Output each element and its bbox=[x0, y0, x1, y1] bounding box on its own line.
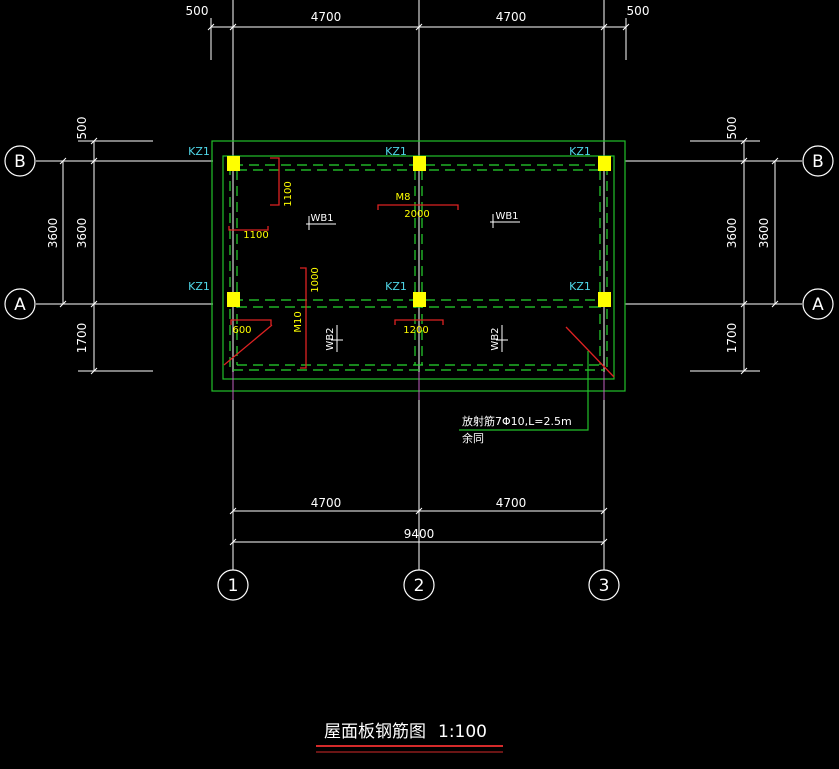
dim-right-3600-outer: 3600 bbox=[725, 218, 739, 249]
dim-right-500: 500 bbox=[725, 117, 739, 140]
dim-right-1700: 1700 bbox=[725, 323, 739, 354]
slab-label-WB1-right: WB1 bbox=[495, 211, 518, 222]
dim-top-500-left: 500 bbox=[186, 4, 209, 18]
left-dimension bbox=[59, 137, 153, 375]
rebar-M8 bbox=[377, 204, 459, 210]
dim-top-4700-1: 4700 bbox=[311, 10, 342, 24]
axis-label-1: 1 bbox=[228, 576, 239, 596]
slab-arrows bbox=[306, 214, 520, 352]
dim-bottom-4700-2: 4700 bbox=[496, 496, 527, 510]
axis-label-B-right: B bbox=[812, 152, 824, 172]
column-B2 bbox=[413, 156, 426, 171]
axis-bubble-3 bbox=[588, 569, 620, 601]
rebar-M10 bbox=[300, 267, 307, 369]
axis-bubble-2 bbox=[403, 569, 435, 601]
note-leader bbox=[459, 351, 589, 431]
dim-top-4700-2: 4700 bbox=[496, 10, 527, 24]
dim-bottom-9400: 9400 bbox=[404, 527, 435, 541]
axis-bubble-1 bbox=[217, 569, 249, 601]
axis-label-A-right: A bbox=[812, 295, 824, 315]
rebar-label-1100-h: 1100 bbox=[243, 230, 268, 241]
rebar-label-600: 600 bbox=[232, 325, 251, 336]
axis-bubbles bbox=[4, 145, 834, 601]
rebar-label-2000: 2000 bbox=[404, 209, 429, 220]
column-label-B3: KZ1 bbox=[569, 145, 591, 158]
column-label-B2: KZ1 bbox=[385, 145, 407, 158]
grid-lines bbox=[36, 0, 802, 570]
drawing-scale: 1:100 bbox=[438, 722, 487, 742]
axis-label-A-left: A bbox=[14, 295, 26, 315]
slab-label-WB1-left: WB1 bbox=[310, 213, 333, 224]
bottom-dimension bbox=[229, 507, 608, 546]
rebar-label-1000: 1000 bbox=[310, 267, 321, 292]
axis-label-3: 3 bbox=[599, 576, 610, 596]
axis-bubble-A-right bbox=[802, 288, 834, 320]
dim-left-500: 500 bbox=[75, 117, 89, 140]
slab-label-WB2-right: WB2 bbox=[490, 327, 501, 350]
rebar-radial-right bbox=[565, 326, 615, 378]
column-A2 bbox=[413, 292, 426, 307]
dim-left-3600-inner: 3600 bbox=[46, 218, 60, 249]
dim-left-3600-outer: 3600 bbox=[75, 218, 89, 249]
note-line-2: 余同 bbox=[462, 431, 484, 445]
right-dimension bbox=[690, 137, 779, 375]
rebar-label-M8: M8 bbox=[396, 192, 411, 203]
rebar-label-1200: 1200 bbox=[403, 325, 428, 336]
axis-bubble-B-left bbox=[4, 145, 36, 177]
note-line-1: 放射筋7Φ10,L=2.5m bbox=[462, 414, 572, 428]
column-A1 bbox=[227, 292, 240, 307]
column-label-A3: KZ1 bbox=[569, 280, 591, 293]
rebar-radial-left bbox=[223, 324, 273, 366]
drawing-title: 屋面板钢筋图 bbox=[324, 722, 426, 742]
rebar-600 bbox=[230, 319, 272, 325]
center-marks bbox=[232, 372, 605, 400]
dim-bottom-4700-1: 4700 bbox=[311, 496, 342, 510]
top-dimension bbox=[207, 18, 630, 60]
column-label-B1: KZ1 bbox=[188, 145, 210, 158]
rebar-label-M10: M10 bbox=[293, 311, 304, 332]
column-label-A2: KZ1 bbox=[385, 280, 407, 293]
rebar-1100-horizontal bbox=[228, 226, 269, 231]
rebar-marks bbox=[223, 157, 615, 378]
slab-label-WB2-left: WB2 bbox=[325, 327, 336, 350]
axis-label-B-left: B bbox=[14, 152, 26, 172]
rebar-1200 bbox=[394, 319, 444, 325]
column-label-A1: KZ1 bbox=[188, 280, 210, 293]
dim-top-500-right: 500 bbox=[627, 4, 650, 18]
column-B3 bbox=[598, 156, 611, 171]
axis-bubble-A-left bbox=[4, 288, 36, 320]
axis-bubble-B-right bbox=[802, 145, 834, 177]
column-A3 bbox=[598, 292, 611, 307]
rebar-label-1100-v: 1100 bbox=[283, 181, 294, 206]
axis-label-2: 2 bbox=[414, 576, 425, 596]
dim-right-3600-inner: 3600 bbox=[757, 218, 771, 249]
column-B1 bbox=[227, 156, 240, 171]
columns bbox=[227, 156, 611, 307]
rebar-top-1100 bbox=[270, 157, 280, 206]
dim-left-1700: 1700 bbox=[75, 323, 89, 354]
